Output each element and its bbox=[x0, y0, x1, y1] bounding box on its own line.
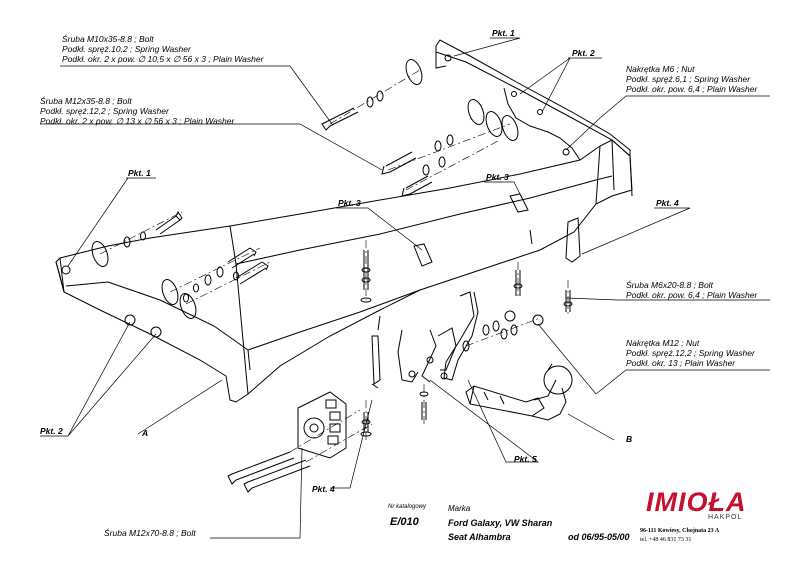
label-line: Podkł. spręż.12,2 ; Spring Washer bbox=[40, 106, 169, 116]
hook-bracket bbox=[408, 291, 479, 383]
label-line: Podkł. okr. pow. 6,4 ; Plain Washer bbox=[626, 290, 758, 300]
label-line: Śruba M10x35-8.8 ; Bolt bbox=[62, 34, 154, 44]
label-line: Podkł. okr. 2 x pow. ∅ 13 x ∅ 56 x 3 ; P… bbox=[40, 116, 235, 126]
catalog-label: Nr katalogowy bbox=[388, 504, 427, 510]
tow-ball-part-b bbox=[465, 363, 573, 421]
label-line: Śruba M12x35-8.8 ; Bolt bbox=[40, 96, 132, 106]
label-line: Podkł. spręż.12,2 ; Spring Washer bbox=[626, 348, 755, 358]
label-line: Podkł. spręż.10,2 ; Spring Washer bbox=[62, 44, 191, 54]
part-label-b: B bbox=[626, 434, 633, 444]
company-sub: HAKPOL bbox=[708, 514, 743, 521]
label-line: Podkł. spręż.6,1 ; Spring Washer bbox=[626, 74, 751, 84]
label-line: Nakrętka M6 ; Nut bbox=[626, 64, 695, 74]
callout-pkt2-left: Pkt. 2 bbox=[40, 426, 63, 436]
label-nut-m6: Nakrętka M6 ; Nut Podkł. spręż.6,1 ; Spr… bbox=[626, 64, 757, 94]
label-line: Podkł. okr. pow. 6,4 ; Plain Washer bbox=[626, 84, 758, 94]
label-bolt-m12x70: Śruba M12x70-8.8 ; Bolt bbox=[104, 528, 196, 538]
assembly-lines bbox=[99, 69, 569, 463]
brand-label: Marka bbox=[448, 504, 471, 513]
callout-pkt3-mid: Pkt. 3 bbox=[338, 198, 361, 208]
callout-pkt2-top: Pkt. 2 bbox=[572, 48, 595, 58]
years: od 06/95-05/00 bbox=[568, 532, 630, 542]
models-line2: Seat Alhambra bbox=[448, 532, 511, 542]
label-bolt-m10: Śruba M10x35-8.8 ; Bolt Podkł. spręż.10,… bbox=[62, 34, 263, 64]
callout-pkt1-left: Pkt. 1 bbox=[128, 168, 151, 178]
hardware-bottom-bolts bbox=[227, 451, 311, 493]
leader-lines bbox=[40, 37, 770, 539]
label-line: Podkł. okr. 2 x pow. ∅ 10,5 x ∅ 56 x 3 ;… bbox=[62, 54, 264, 64]
label-line: Podkł. okr. 13 ; Plain Washer bbox=[626, 358, 736, 368]
label-line: Nakrętka M12 ; Nut bbox=[626, 338, 700, 348]
company-logo: IMIOŁA bbox=[646, 487, 747, 517]
label-nut-m12: Nakrętka M12 ; Nut Podkł. spręż.12,2 ; S… bbox=[626, 338, 755, 368]
callout-pkt4-bottom: Pkt. 4 bbox=[312, 484, 335, 494]
callout-pkt5: Pkt. 5 bbox=[514, 454, 537, 464]
callout-pkt4-right: Pkt. 4 bbox=[656, 198, 679, 208]
socket-plate bbox=[297, 391, 347, 459]
hardware-top-right bbox=[321, 54, 570, 197]
models-line1: Ford Galaxy, VW Sharan bbox=[448, 518, 553, 528]
label-line: Śruba M6x20-8.8 ; Bolt bbox=[626, 280, 713, 290]
hardware-right bbox=[462, 310, 544, 352]
company-address: 96-111 Kowiesy, Chojnata 23 A bbox=[640, 528, 720, 534]
part-label-a: A bbox=[142, 428, 149, 438]
company-phone: tel. +48 46 831 73 31 bbox=[640, 537, 692, 543]
callout-pkt3-right: Pkt. 3 bbox=[486, 172, 509, 182]
crossbar-part-a bbox=[55, 39, 633, 403]
label-bolt-m6: Śruba M6x20-8.8 ; Bolt Podkł. okr. pow. … bbox=[626, 280, 757, 300]
callout-pkt1-top: Pkt. 1 bbox=[492, 28, 515, 38]
label-bolt-m12: Śruba M12x35-8.8 ; Bolt Podkł. spręż.12,… bbox=[40, 96, 234, 126]
catalog-number: E/010 bbox=[390, 516, 419, 528]
